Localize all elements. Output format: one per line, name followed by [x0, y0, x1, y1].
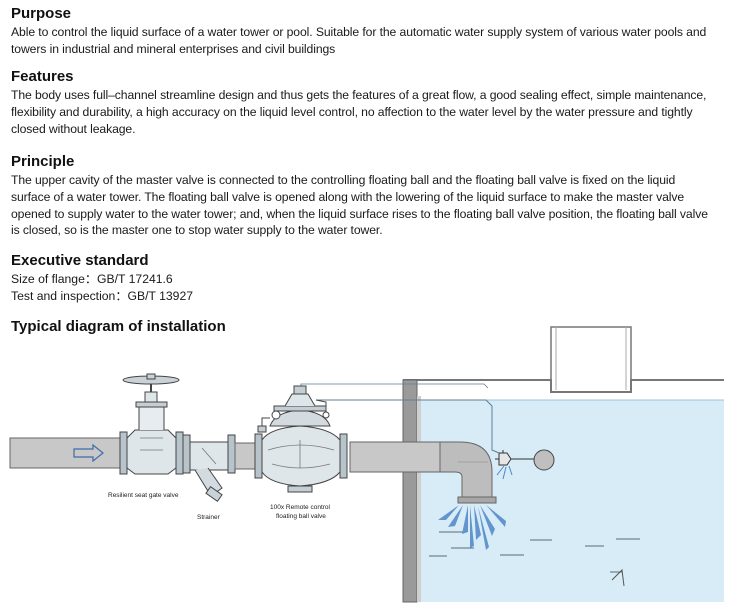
purpose-heading: Purpose	[11, 5, 72, 22]
features-heading: Features	[11, 68, 74, 85]
installation-diagram: Resilient seat gate valve Strainer 100x …	[0, 322, 729, 604]
purpose-text: Able to control the liquid surface of a …	[11, 25, 707, 56]
features-text: The body uses full–channel streamline de…	[11, 88, 707, 136]
connecting-spool	[234, 442, 256, 470]
gate-valve	[119, 373, 184, 475]
principle-heading: Principle	[11, 153, 75, 170]
control-valve-label-line1: 100x Remote control	[270, 504, 331, 511]
tank-top-box	[550, 326, 632, 393]
tank-wall-lining	[417, 396, 421, 602]
strainer	[182, 434, 236, 502]
flow-arrow-icon	[73, 443, 104, 463]
flange-standard-line: Size of flange：GB/T 17241.6	[11, 272, 173, 286]
diagram-heading: Typical diagram of installation	[11, 318, 226, 335]
installation-diagram-svg: Resilient seat gate valve Strainer 100x …	[9, 326, 724, 603]
control-line	[316, 399, 500, 454]
gate-valve-label: Resilient seat gate valve	[108, 492, 179, 499]
tank-inlet-pipe	[349, 441, 497, 504]
float-ball	[533, 449, 555, 471]
executive-standard-heading: Executive standard	[11, 252, 149, 269]
control-line-2	[300, 383, 489, 392]
strainer-label: Strainer	[197, 514, 221, 521]
control-valve-label-line2: floating ball valve	[276, 513, 326, 520]
gauge-icon	[271, 410, 281, 420]
water-ripples	[429, 531, 640, 573]
water-splash	[438, 505, 506, 550]
tank-roof	[403, 379, 724, 393]
tank-corner-mark	[611, 568, 625, 587]
tank-left-wall	[402, 379, 418, 603]
test-standard-line: Test and inspection：GB/T 13927	[11, 289, 194, 303]
floating-ball-valve	[495, 449, 555, 480]
principle-text: The upper cavity of the master valve is …	[11, 173, 708, 238]
remote-control-valve	[254, 385, 348, 493]
